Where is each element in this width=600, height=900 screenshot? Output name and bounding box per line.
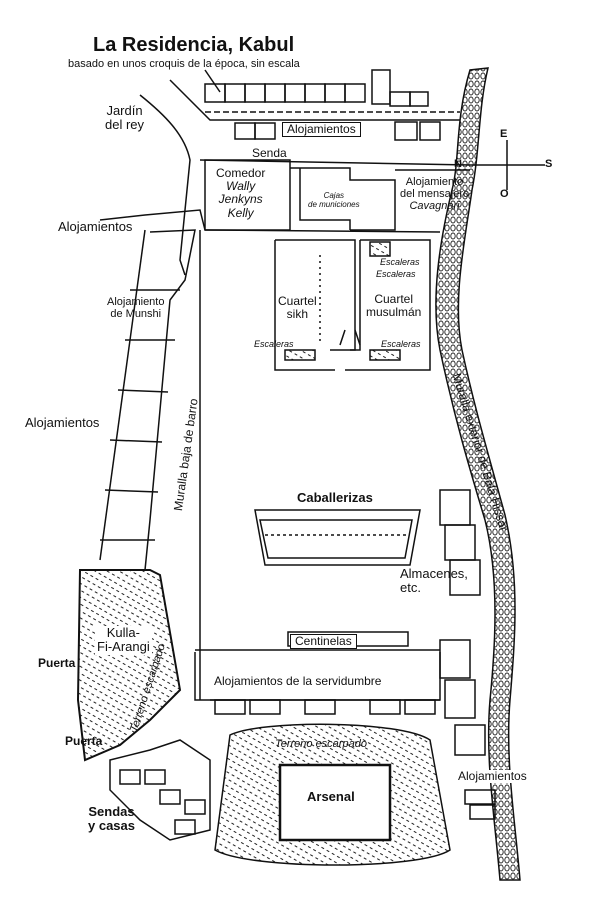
- sendas-label: Sendas y casas: [88, 804, 135, 834]
- arsenal-label: Arsenal: [307, 789, 355, 804]
- compass-east: E: [500, 128, 508, 140]
- mensajero-label: Alojamiento del mensajero Cavagnari: [400, 176, 470, 213]
- compass-south: S: [545, 158, 553, 170]
- almacenes-label: Almacenes, etc.: [400, 566, 468, 596]
- escaleras-label-3: Escaleras: [254, 339, 294, 349]
- alojamientos-left1-label: Alojamientos: [58, 219, 133, 234]
- compass-north: N: [454, 158, 462, 170]
- kulla-label: Kulla- Fi-Arangi: [95, 625, 152, 655]
- cajas-label: Cajas de municiones: [308, 191, 360, 209]
- centinelas-label: Centinelas: [290, 634, 357, 650]
- alojamientos-left2-label: Alojamientos: [25, 415, 100, 430]
- comedor-label: Comedor Wally Jenkyns Kelly: [216, 166, 266, 220]
- outer-wall: [435, 67, 521, 881]
- escaleras-label-4: Escaleras: [381, 339, 421, 349]
- munshi-label: Alojamiento de Munshi: [107, 296, 165, 321]
- escaleras-label-1: Escaleras: [380, 257, 420, 267]
- senda-label: Senda: [252, 146, 287, 160]
- map-subtitle: basado en unos croquis de la época, sin …: [68, 58, 300, 70]
- terreno-escarpado-arsenal-label: Terreno escarpado: [275, 738, 367, 750]
- caballerizas-label: Caballerizas: [297, 490, 373, 505]
- alojamientos-top-label: Alojamientos: [282, 122, 361, 138]
- map-title: La Residencia, Kabul: [93, 34, 295, 56]
- servidumbre-label: Alojamientos de la servidumbre: [210, 674, 386, 689]
- jardin-label: Jardín del rey: [105, 103, 145, 133]
- cuartel-sikh-label: Cuartel sikh: [278, 294, 317, 322]
- escaleras-label-2: Escaleras: [376, 269, 416, 279]
- compass-west: O: [500, 188, 509, 200]
- puerta-label-2: Puerta: [65, 734, 103, 748]
- cuartel-musulman-label: Cuartel musulmán: [366, 292, 422, 320]
- puerta-label-1: Puerta: [38, 656, 76, 670]
- alojamientos-right-label: Alojamientos: [458, 769, 527, 784]
